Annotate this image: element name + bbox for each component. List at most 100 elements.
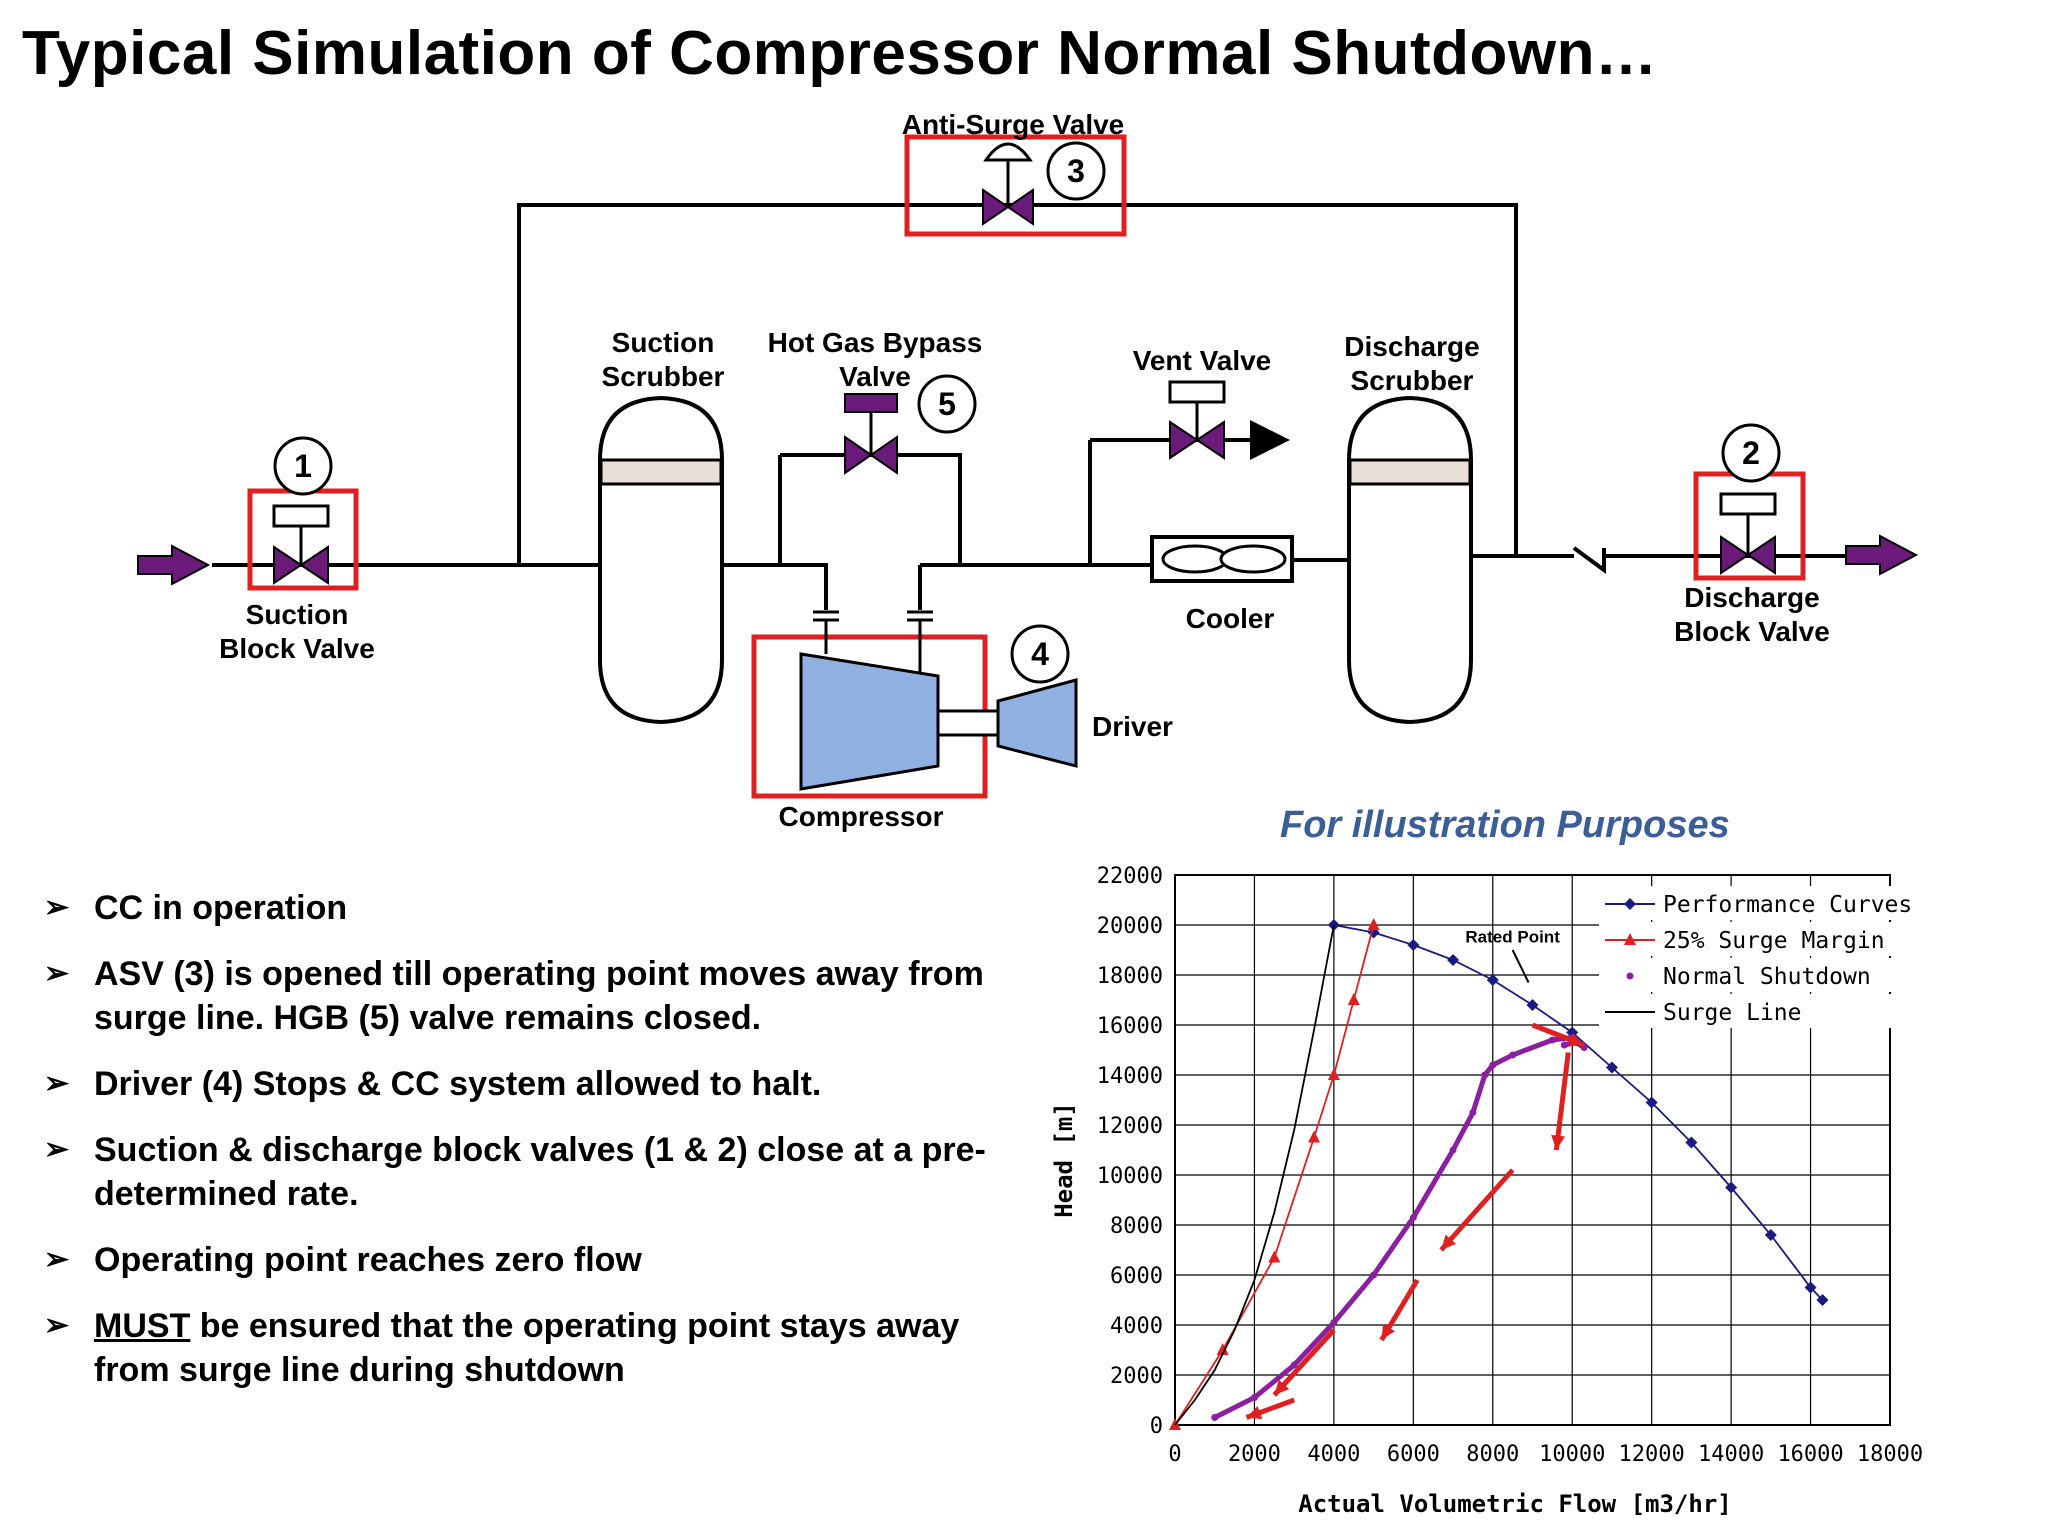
series-point [1486,974,1499,986]
y-tick-label: 20000 [1097,914,1163,939]
suction-scrubber [598,395,724,725]
cooler-label: Cooler [1186,603,1275,634]
svg-text:3: 3 [1067,153,1085,189]
series-point [1645,1096,1658,1109]
y-tick-label: 10000 [1097,1164,1163,1189]
x-tick-label: 14000 [1698,1442,1764,1467]
series-point [1469,1109,1477,1116]
bullet-item: ➢MUST be ensured that the operating poin… [44,1304,1044,1392]
legend-bg [1599,958,1909,992]
discharge-scrubber-label: Scrubber [1351,365,1474,396]
series-point [1250,1394,1258,1401]
series-point [1327,919,1340,931]
shutdown-arrowhead [1381,1324,1395,1340]
x-tick-label: 0 [1168,1442,1181,1467]
suction-scrubber-label: Scrubber [602,361,725,392]
series-point [1216,1343,1229,1355]
outlet-arrow [1845,534,1919,576]
shutdown-path-arrows [1245,949,1586,1420]
bullet-item: ➢CC in operation [44,886,1044,930]
discharge-scrubber-label: Discharge [1344,331,1479,362]
series-point [1211,1414,1219,1421]
discharge-block-valve-icon [1719,492,1777,575]
discharge-scrubber [1347,395,1473,725]
series-point [1449,1146,1457,1154]
legend-label: 25% Surge Margin [1663,928,1885,954]
series-point [1605,1061,1618,1074]
vent-valve-label: Vent Valve [1133,345,1272,376]
series-point [1330,1319,1338,1326]
suction-scrubber-label: Suction [612,327,715,358]
shutdown-arrow [1553,1052,1571,1151]
bullet-item: ➢Driver (4) Stops & CC system allowed to… [44,1062,1044,1106]
callout-5: 5 [917,374,977,434]
series-point [1509,1051,1517,1059]
x-tick-label: 8000 [1466,1442,1519,1467]
discharge-block-valve-label: Block Valve [1674,616,1830,647]
series-point [1624,933,1636,945]
page-title: Typical Simulation of Compressor Normal … [22,19,1658,88]
series-point [1447,954,1460,966]
bullet-arrow-icon: ➢ [44,1067,70,1100]
series-point [1481,1071,1489,1079]
y-tick-label: 4000 [1110,1314,1163,1339]
y-tick-label: 18000 [1097,964,1163,989]
y-tick-label: 8000 [1110,1214,1163,1239]
series-point [1290,1361,1298,1369]
series-point [1526,999,1539,1011]
series-line [1333,924,1824,1301]
shutdown-arrow [1272,1328,1336,1397]
y-tick-label: 2000 [1110,1364,1163,1389]
legend-label: Normal Shutdown [1663,964,1871,990]
series-point [1626,972,1634,980]
compressor-icon [799,652,940,791]
bullet-arrow-icon: ➢ [44,1133,70,1166]
hot-gas-bypass-valve-icon [844,393,898,475]
callout-1: 1 [273,436,333,496]
series-point [1489,1061,1497,1069]
bullet-arrow-icon: ➢ [44,891,70,924]
shutdown-arrowhead [1246,1406,1263,1420]
rated-point-label: Rated Point [1465,928,1560,947]
series-point [1308,1130,1321,1143]
cooler-icon [1150,535,1294,583]
x-tick-label: 2000 [1228,1442,1281,1467]
x-tick-label: 4000 [1307,1442,1360,1467]
process-diagram: Suction Scrubber Discharge Scrubber Anti… [137,109,1919,832]
series-surge-line [1174,924,1335,1426]
svg-text:1: 1 [294,448,312,484]
callout-2: 2 [1721,423,1781,483]
svg-text:2: 2 [1742,435,1760,471]
bullet-item: ➢ASV (3) is opened till operating point … [44,952,1044,1040]
x-tick-label: 18000 [1857,1442,1923,1467]
chart-note: For illustration Purposes [1280,804,1730,846]
callout-4: 4 [1010,624,1070,684]
series-point [1367,918,1380,930]
series-line [1174,924,1335,1426]
y-tick-label: 22000 [1097,864,1163,889]
svg-text:4: 4 [1031,636,1049,672]
svg-text:5: 5 [938,386,956,422]
series-point [1764,1229,1777,1241]
inlet-arrow [137,544,211,586]
suction-block-valve-label: Suction [246,599,349,630]
compressor-flanges [813,610,933,676]
shutdown-arrowhead [1568,1033,1585,1047]
series-point [1560,1041,1568,1049]
x-tick-label: 16000 [1777,1442,1843,1467]
shutdown-arrow [1439,1168,1515,1252]
anti-surge-valve-label: Anti-Surge Valve [902,109,1125,140]
y-axis-title: Head [m] [1050,1102,1078,1218]
y-tick-label: 16000 [1097,1014,1163,1039]
series-point [1347,993,1360,1005]
series-25-surge-margin [1169,918,1380,1430]
shutdown-arrowhead [1274,1379,1290,1395]
series-point [1685,1136,1698,1149]
bullet-arrow-icon: ➢ [44,1243,70,1276]
rated-point-pointer [1511,949,1530,983]
series-point [1725,1181,1738,1194]
y-tick-label: 14000 [1097,1064,1163,1089]
